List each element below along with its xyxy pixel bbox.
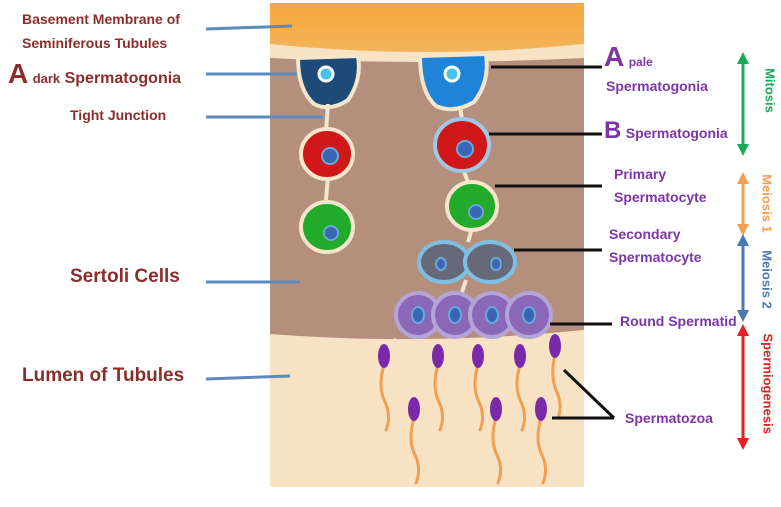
a-dark-word: Spermatogonia <box>64 70 182 87</box>
spermatozoa-group <box>378 334 562 485</box>
b-spermatogonium-left-nucleus <box>321 147 339 165</box>
basement-membrane <box>270 3 584 52</box>
primary-spermatocyte-label-line2: Spermatocyte <box>614 189 707 205</box>
spermatozoon-3 <box>472 344 485 432</box>
sertoli-cells-label: Sertoli Cells <box>70 266 180 287</box>
meiosis1-label: Meiosis 1 <box>759 174 775 233</box>
b-letter: B <box>604 117 622 144</box>
spermatozoon-7 <box>490 397 503 485</box>
bridge-right-4 <box>460 279 468 293</box>
a-pale-label: A pale <box>604 40 653 74</box>
meiosis2-label: Meiosis 2 <box>759 250 775 309</box>
spermatozoon-4 <box>514 344 527 432</box>
round-spermatid-1-nucleus <box>411 306 425 324</box>
a-pale-nucleus <box>443 65 461 83</box>
spermatozoon-6 <box>408 397 421 485</box>
pointer-spermatozoa-1 <box>562 368 616 420</box>
b-spermatogonium-right-nucleus <box>456 140 474 158</box>
primary-spermatocyte-left-nucleus <box>323 225 339 241</box>
spermatozoon-2 <box>432 344 445 432</box>
a-pale-subscript: pale <box>628 55 653 69</box>
secondary-spermatocyte-2 <box>463 240 517 284</box>
secondary-spermatocyte-2-nucleus <box>490 257 502 271</box>
a-pale-letter: A <box>604 41 625 72</box>
basement-membrane-label-line1: Basement Membrane of <box>22 11 180 27</box>
lumen-label: Lumen of Tubules <box>22 365 185 386</box>
secondary-spermatocyte-label-line1: Secondary <box>609 226 681 242</box>
b-word: Spermatogonia <box>625 125 728 141</box>
a-dark-subscript: dark <box>32 71 61 86</box>
secondary-spermatocyte-1-nucleus <box>435 257 447 271</box>
pointer-basement <box>205 24 293 31</box>
b-spermatogonia-label: B Spermatogonia <box>604 117 728 146</box>
lumen-region <box>270 332 584 487</box>
a-dark-nucleus <box>317 65 335 83</box>
round-spermatid-label: Round Spermatid <box>620 313 737 329</box>
mitosis-label: Mitosis <box>762 68 778 113</box>
round-spermatid-3-nucleus <box>485 306 499 324</box>
spermatozoa-label: Spermatozoa <box>625 410 713 426</box>
bridge-right-2 <box>462 171 470 183</box>
a-dark-letter: A <box>8 58 29 89</box>
pointer-lumen <box>205 374 291 381</box>
a-pale-word: Spermatogonia <box>606 78 708 94</box>
round-spermatid-4-nucleus <box>522 306 536 324</box>
spermiogenesis-label: Spermiogenesis <box>760 333 776 434</box>
spermatozoon-5 <box>549 334 562 420</box>
basement-membrane-label-line2: Seminiferous Tubules <box>22 35 168 51</box>
spermatozoon-1 <box>378 344 391 432</box>
primary-spermatocyte-right-nucleus <box>468 204 484 220</box>
a-dark-label: A dark Spermatogonia <box>8 57 181 91</box>
primary-spermatocyte-label-line1: Primary <box>614 166 667 182</box>
tight-junction-label: Tight Junction <box>70 107 167 123</box>
secondary-spermatocyte-label-line2: Spermatocyte <box>609 249 702 265</box>
round-spermatid-2-nucleus <box>448 306 462 324</box>
spermatozoon-8 <box>535 397 548 485</box>
